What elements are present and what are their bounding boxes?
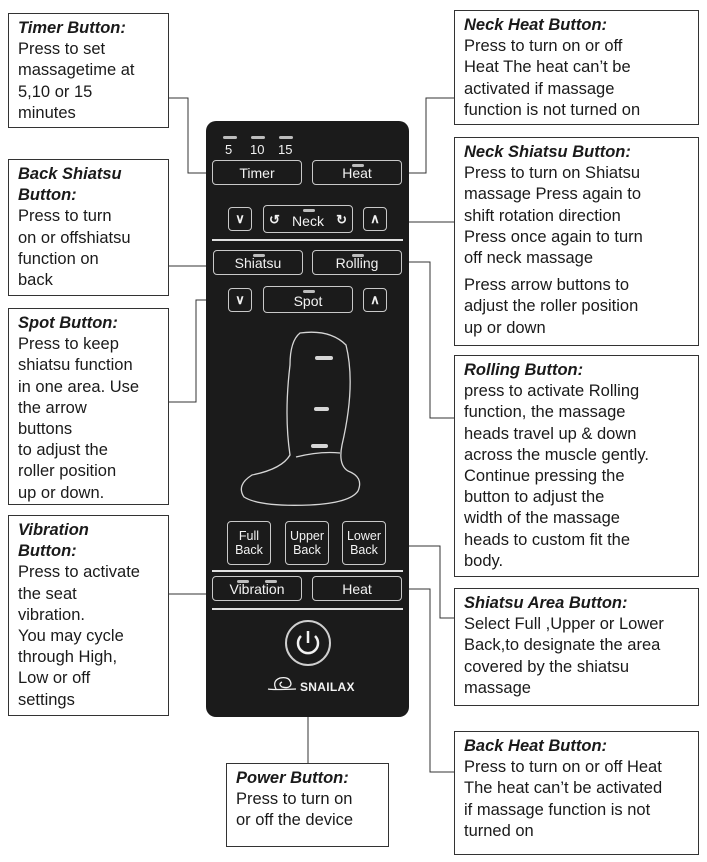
upper-back-button-label: Upper Back [289,529,325,557]
divider-middle [212,570,403,572]
spot-button[interactable]: Spot [263,286,353,313]
leader-neck-heat [402,97,454,174]
shiatsu-button-label: Shiatsu [234,255,282,271]
timer-led-5 [223,136,237,139]
vibration-callout: Vibration Button: Press to activate the … [8,515,169,716]
power-callout: Power Button: Press to turn on or off th… [226,763,389,847]
brand-logo-text: SNAILAX [300,680,355,694]
chevron-down-icon: ∨ [235,292,245,307]
rolling-button-label: Rolling [335,255,379,271]
rolling-led [352,254,364,257]
divider-top [212,239,403,241]
timer-button[interactable]: Timer [212,160,302,185]
neck-shiatsu-callout: Neck Shiatsu Button: Press to turn on Sh… [454,137,699,346]
timer-button-label: Timer [239,165,275,181]
full-back-button[interactable]: Full Back [227,521,271,565]
callout-body: Press to set massagetime at 5,10 or 15 m… [18,40,135,122]
callout-title: Spot Button: [18,314,118,332]
upper-zone-led [314,407,329,411]
vibration-button[interactable]: Vibration [212,576,302,601]
lower-back-button-label: Lower Back [346,529,382,557]
vibration-button-label: Vibration [229,581,285,597]
callout-body: press to activate Rolling function, the … [464,382,649,570]
spot-callout: Spot Button: Press to keep shiatsu funct… [8,308,169,505]
callout-body: Press to turn on or off the device [236,790,354,830]
callout-title: Neck Shiatsu Button: [464,143,631,161]
full-back-button-label: Full Back [235,529,263,557]
vibration-led-low [237,580,249,583]
snail-logo-icon [267,676,297,691]
callout-title: Timer Button: [18,19,126,37]
callout-body: Press to turn on or off Heat The heat ca… [464,37,641,119]
back-heat-button[interactable]: Heat [312,576,402,601]
chevron-up-icon: ∧ [370,292,380,307]
callout-body: Press to turn on Shiatsu massage Press a… [464,164,643,268]
neck-heat-button[interactable]: Heat [312,160,402,185]
spot-button-label: Spot [293,293,323,309]
lower-zone-led [311,444,328,448]
neck-button-label: Neck [292,213,324,229]
callout-body: Select Full ,Upper or Lower Back,to desi… [464,615,664,697]
callout-body: Press to turn on or off Heat The heat ca… [464,758,663,840]
neck-heat-button-label: Heat [342,165,372,181]
timer-value-10: 10 [250,142,265,157]
back-heat-callout: Back Heat Button: Press to turn on or of… [454,731,699,855]
callout-title: Power Button: [236,769,349,787]
chevron-up-icon: ∧ [370,211,380,226]
upper-back-button[interactable]: Upper Back [285,521,329,565]
massage-seat-illustration [240,331,361,506]
callout-body: Press to keep shiatsu function in one ar… [18,335,140,502]
back-shiatsu-button[interactable]: Shiatsu [213,250,303,275]
callout-body-2: Press arrow buttons to adjust the roller… [464,276,639,337]
rotate-right-icon: ↻ [336,212,347,227]
callout-title: Rolling Button: [464,361,584,379]
timer-callout: Timer Button: Press to set massagetime a… [8,13,169,128]
neck-led [303,209,315,212]
rotate-left-icon: ↺ [269,212,280,227]
spot-led [303,290,315,293]
vibration-led-high [265,580,277,583]
shiatsu-led [253,254,265,257]
neck-shiatsu-button[interactable]: ↺ Neck ↻ [263,205,353,233]
neck-down-arrow-button[interactable]: ∨ [228,207,252,231]
leader-timer [169,97,212,174]
callout-title: Back Shiatsu Button: [18,165,122,205]
divider-bottom [212,608,403,610]
neck-zone-led [315,356,333,360]
rolling-callout: Rolling Button: press to activate Rollin… [454,355,699,577]
rolling-button[interactable]: Rolling [312,250,402,275]
callout-title: Vibration Button: [18,521,89,561]
shiatsu-area-callout: Shiatsu Area Button: Select Full ,Upper … [454,588,699,706]
callout-body: Press to turn on or offshiatsu function … [18,207,131,290]
callout-title: Neck Heat Button: [464,16,608,34]
callout-title: Shiatsu Area Button: [464,594,628,612]
timer-value-15: 15 [278,142,293,157]
lower-back-button[interactable]: Lower Back [342,521,386,565]
timer-led-10 [251,136,265,139]
spot-up-arrow-button[interactable]: ∧ [363,288,387,312]
neck-heat-callout: Neck Heat Button: Press to turn on or of… [454,10,699,125]
power-icon [296,631,320,655]
timer-led-15 [279,136,293,139]
timer-value-5: 5 [225,142,233,157]
callout-body: Press to activate the seat vibration. Yo… [18,563,140,709]
leader-rolling [402,261,454,419]
neck-heat-led [352,164,364,167]
back-heat-button-label: Heat [342,581,372,597]
spot-down-arrow-button[interactable]: ∨ [228,288,252,312]
leader-back-heat [402,588,454,773]
chevron-down-icon: ∨ [235,211,245,226]
neck-up-arrow-button[interactable]: ∧ [363,207,387,231]
back-shiatsu-callout: Back Shiatsu Button: Press to turn on or… [8,159,169,296]
leader-shiatsu-area [386,545,454,619]
power-button[interactable] [285,620,331,666]
callout-title: Back Heat Button: [464,737,608,755]
